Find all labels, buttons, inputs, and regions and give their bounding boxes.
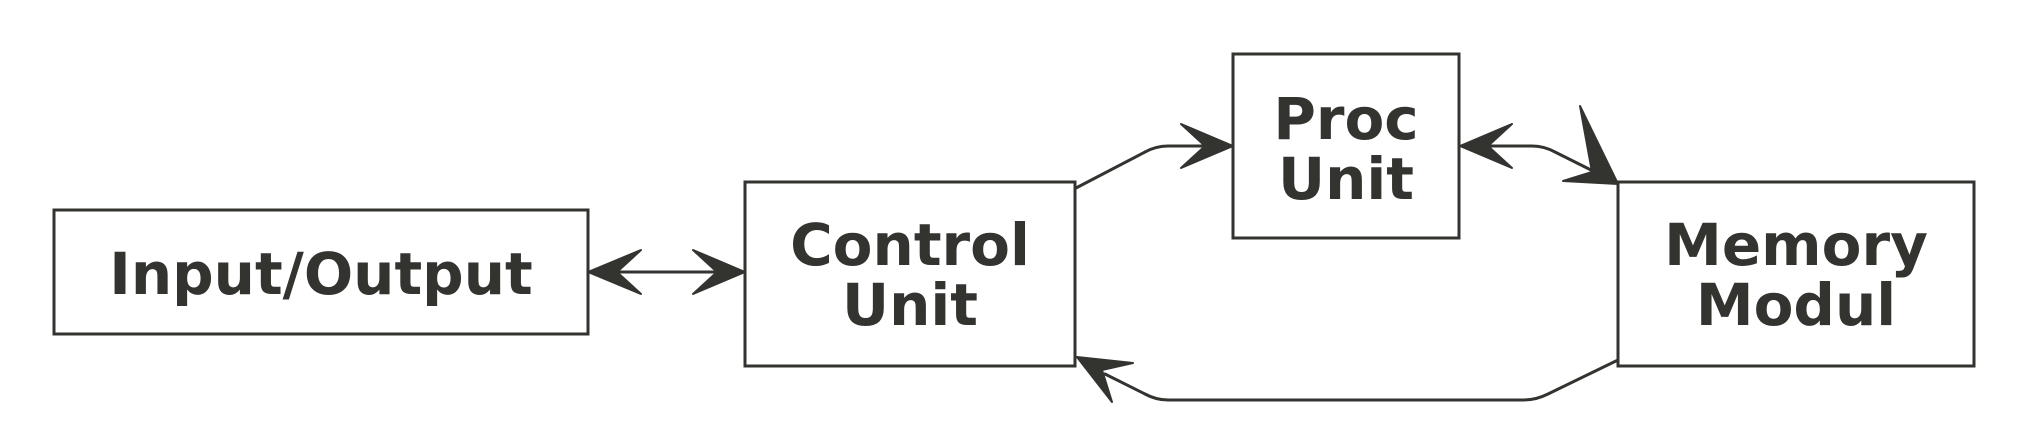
- node-control-unit-box: [743, 180, 1077, 368]
- arrowhead-to-io: [587, 249, 642, 295]
- edge-line-proc-memory: [1488, 144, 1597, 174]
- node-proc-unit-box: [1231, 52, 1461, 240]
- arrowhead-to-proc: [1180, 123, 1234, 169]
- arrowhead-to-memory: [1562, 105, 1619, 185]
- edge-line-memory-control: [1103, 358, 1620, 402]
- arrowhead-to-control-bottom: [1076, 356, 1134, 403]
- node-proc-unit-label-line2: Unit: [1278, 145, 1414, 213]
- node-memory-module-label-line1: Memory: [1664, 211, 1928, 279]
- node-control-unit: Control Unit: [743, 180, 1077, 368]
- node-control-unit-label-line1: Control: [790, 211, 1030, 279]
- node-memory-module-label-line2: Modul: [1696, 271, 1896, 339]
- edge-control-proc: [1074, 123, 1234, 190]
- arrowhead-to-proc-right: [1459, 123, 1513, 169]
- edge-memory-control: [1076, 356, 1620, 403]
- node-memory-module: Memory Modul: [1616, 180, 1976, 368]
- node-input-output-box: [52, 208, 590, 336]
- node-proc-unit: Proc Unit: [1231, 52, 1461, 240]
- node-proc-unit-label-line1: Proc: [1273, 85, 1418, 153]
- edge-proc-memory: [1459, 105, 1619, 185]
- node-memory-module-box: [1616, 180, 1976, 368]
- node-input-output: Input/Output: [52, 208, 590, 336]
- edge-io-control: [587, 249, 746, 295]
- edge-line-control-proc: [1074, 144, 1207, 190]
- node-control-unit-label-line2: Unit: [842, 271, 978, 339]
- node-input-output-label: Input/Output: [109, 240, 532, 308]
- arrowhead-to-control: [692, 249, 746, 295]
- edges: [587, 105, 1620, 403]
